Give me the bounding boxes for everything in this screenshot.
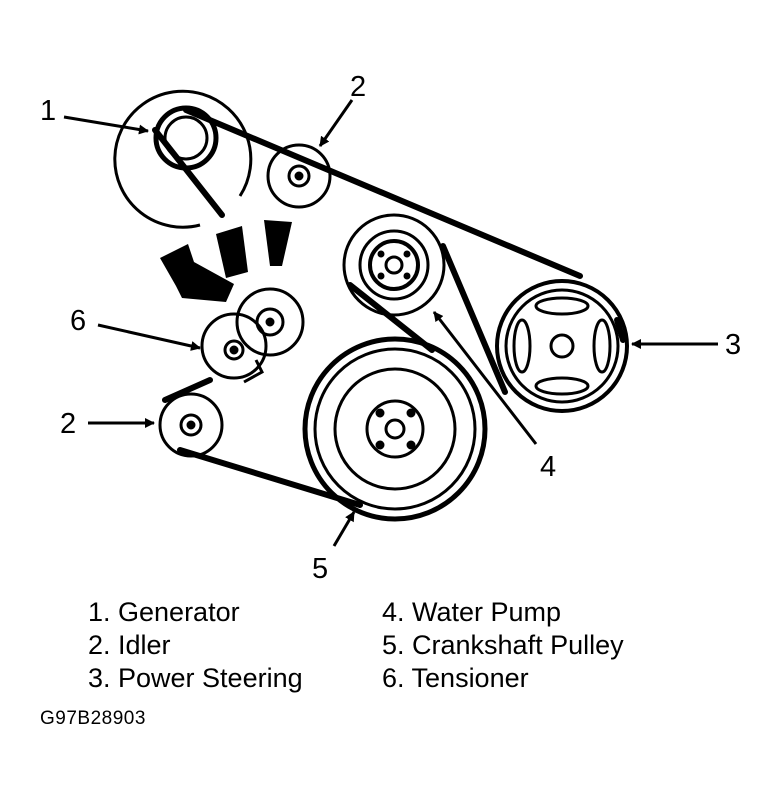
belt-routing-diagram: 1 2 6 2 3 4 5 (40, 71, 741, 585)
idler-pulley-bottom (158, 392, 224, 458)
callout-power-steering: 3 (725, 329, 741, 361)
idler-pulley-top (266, 143, 332, 209)
generator-pulley (113, 89, 253, 229)
tensioner-assembly (200, 287, 305, 384)
legend-item-generator: 1. Generator (88, 597, 240, 627)
legend-item-crankshaft-pulley: 5. Crankshaft Pulley (382, 630, 624, 660)
callout-idler-top: 2 (350, 71, 366, 103)
leader-arrow-idler-top (318, 99, 354, 147)
crankshaft-pulley (302, 336, 488, 522)
rotation-direction-arrow (160, 220, 292, 302)
figure-code: G97B28903 (40, 708, 146, 729)
drive-belt (152, 107, 626, 508)
legend-item-power-steering: 3. Power Steering (88, 663, 303, 693)
leader-arrow-tensioner (97, 323, 201, 351)
legend-left-column: 1. Generator 2. Idler 3. Power Steering (88, 596, 303, 695)
legend-item-idler: 2. Idler (88, 630, 171, 660)
callout-generator: 1 (40, 95, 56, 127)
leader-arrow-water-pump (432, 311, 538, 445)
leader-arrows (63, 99, 718, 547)
callout-water-pump: 4 (540, 451, 556, 483)
leader-arrow-generator (63, 115, 149, 135)
callout-idler-bottom: 2 (60, 408, 76, 440)
power-steering-pulley (495, 279, 629, 413)
callout-crankshaft: 5 (312, 553, 328, 585)
callout-tensioner: 6 (70, 305, 86, 337)
legend-item-water-pump: 4. Water Pump (382, 597, 562, 627)
legend-right-column: 4. Water Pump 5. Crankshaft Pulley 6. Te… (382, 596, 624, 695)
leader-arrow-crankshaft (332, 511, 356, 547)
legend-item-tensioner: 6. Tensioner (382, 663, 529, 693)
water-pump-pulley (342, 213, 446, 317)
